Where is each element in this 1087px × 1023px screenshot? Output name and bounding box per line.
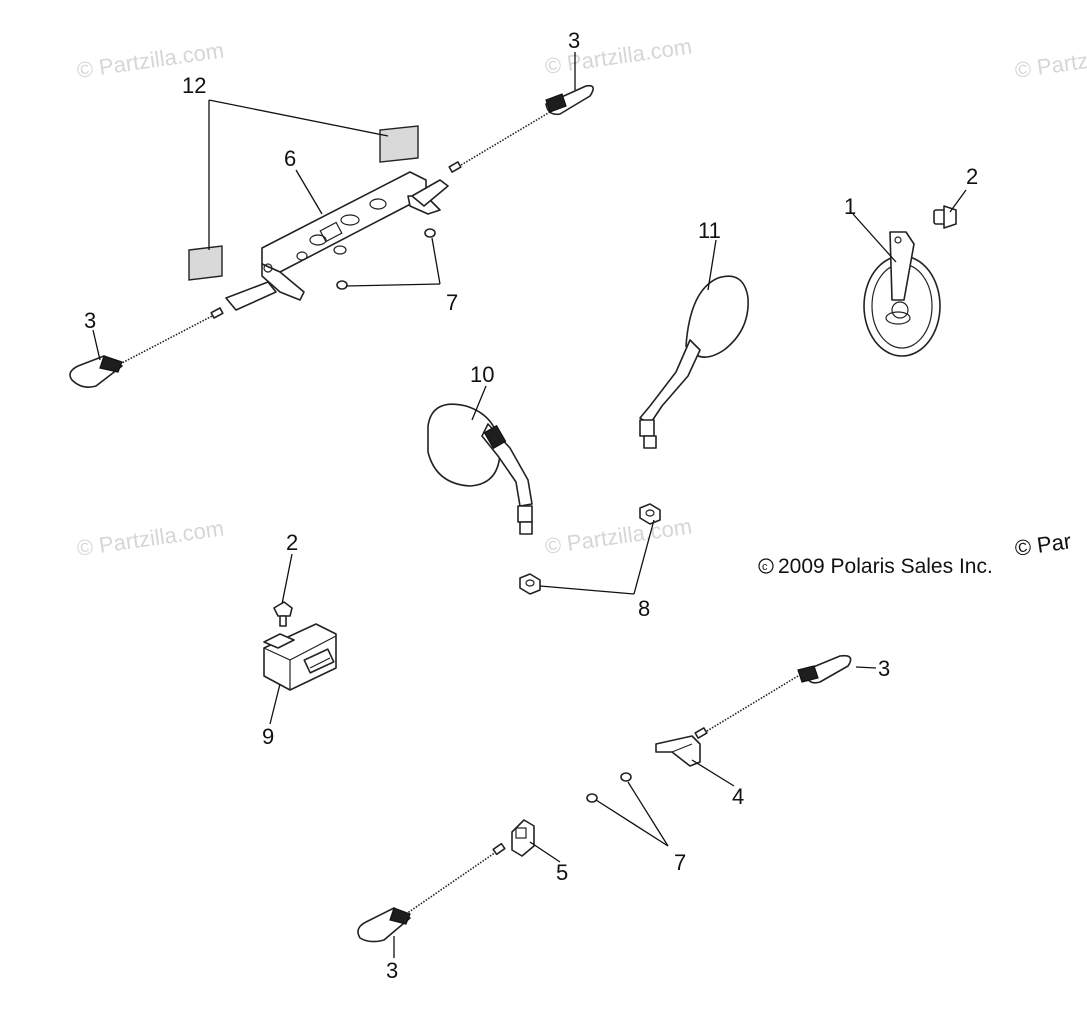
mirror-10	[427, 403, 533, 535]
copyright-text: 2009 Polaris Sales Inc.	[778, 555, 993, 578]
callouts: 12 3 6 7 3 1 2 11 10 8 2 9 3 4 7 5 3	[84, 28, 978, 983]
mirror-11	[639, 275, 749, 449]
watermark-top-right: © Partzilla.com	[1013, 38, 1087, 83]
callout-6: 6	[284, 146, 296, 171]
callout-5: 5	[556, 860, 568, 885]
relay-9	[263, 623, 337, 691]
copyright-circle-icon	[758, 558, 774, 574]
callout-9: 9	[262, 724, 274, 749]
callout-10: 10	[470, 362, 494, 387]
callout-7-lower: 7	[674, 850, 686, 875]
turn-signal-3-upper-left	[69, 307, 224, 388]
turn-signal-3-lower-left	[357, 842, 506, 943]
callout-3-top-right: 3	[568, 28, 580, 53]
horn-1	[863, 231, 941, 357]
screws-7-upper	[336, 228, 436, 290]
callout-7-upper: 7	[446, 290, 458, 315]
watermark-mid-left: © Partzilla.com	[75, 516, 225, 561]
callout-3-left: 3	[84, 308, 96, 333]
callout-3-right: 3	[878, 656, 890, 681]
bracket-5	[511, 819, 535, 857]
watermark-top-center: © Partzilla.com	[543, 34, 693, 79]
decal-12	[188, 125, 419, 281]
callout-2-upper: 2	[966, 164, 978, 189]
leader-lines	[92, 52, 967, 958]
callout-12: 12	[182, 73, 206, 98]
nuts-8	[519, 503, 661, 595]
copyright-notice: c 2009 Polaris Sales Inc. © Par	[758, 528, 1073, 578]
turn-signal-3-upper-right	[448, 84, 594, 173]
callout-2-lower: 2	[286, 530, 298, 555]
bracket-6	[225, 171, 449, 311]
screws-7-lower	[586, 772, 632, 803]
turn-signal-3-lower-right	[694, 654, 852, 739]
callout-4: 4	[732, 784, 744, 809]
watermark-mid-center: © Partzilla.com	[543, 514, 693, 559]
callout-11: 11	[698, 218, 721, 243]
bolt-2-lower	[273, 601, 293, 627]
bracket-4	[655, 735, 701, 767]
copyright-symbol: c	[762, 561, 768, 573]
callout-3-bottom: 3	[386, 958, 398, 983]
callout-8: 8	[638, 596, 650, 621]
side-watermark: © Par	[1013, 528, 1072, 561]
callout-1: 1	[844, 194, 856, 219]
